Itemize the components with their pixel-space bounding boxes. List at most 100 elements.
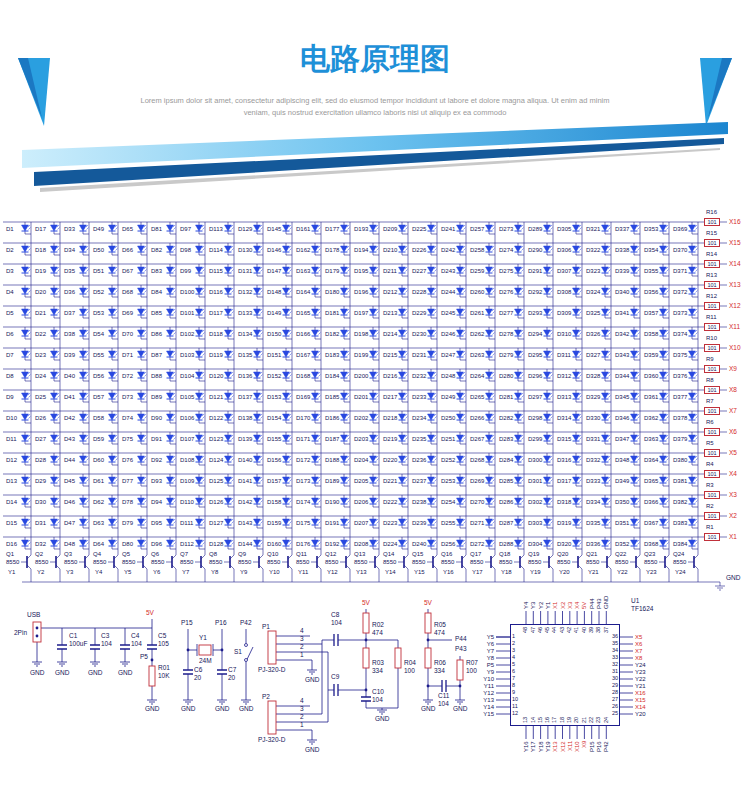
led-ref: D100 <box>180 289 194 295</box>
led-ref: D180 <box>325 289 339 295</box>
junction-dot <box>187 649 190 652</box>
transistor-ref: Q3 <box>64 551 72 557</box>
pin-name: X6 <box>635 641 642 647</box>
led-ref: D146 <box>267 247 281 253</box>
led-ref: D166 <box>296 331 310 337</box>
led-ref: D287 <box>499 520 513 526</box>
led-ref: D190 <box>325 499 339 505</box>
transistor-ref: Q23 <box>644 551 655 557</box>
led-ref: D255 <box>441 520 455 526</box>
led-ref: D241 <box>441 226 455 232</box>
component-label: R07 <box>466 660 478 667</box>
led-ref: D1 <box>6 226 14 232</box>
pin-number: 36 <box>612 634 618 640</box>
led-ref: D254 <box>441 499 455 505</box>
part-value: TF1624 <box>631 606 653 613</box>
led-ref: D159 <box>267 520 281 526</box>
led-ref: D248 <box>441 373 455 379</box>
led-ref: D361 <box>644 394 658 400</box>
led-ref: D162 <box>296 247 310 253</box>
pin-name: X10 <box>574 741 580 752</box>
led-ref: D229 <box>412 310 426 316</box>
part-ref: R6 <box>706 419 714 425</box>
ground-symbol <box>32 662 465 744</box>
led-ref: D334 <box>586 499 600 505</box>
caption: Lorem ipsum dolor sit amet, consectetur … <box>140 95 610 119</box>
net-label: X13 <box>729 282 741 289</box>
component-label: 4 <box>300 698 304 705</box>
led-ref: D218 <box>383 415 397 421</box>
led-ref: D285 <box>499 478 513 484</box>
pin-number: 15 <box>538 717 544 723</box>
led-ref: D382 <box>673 499 687 505</box>
led-ref: D53 <box>93 310 104 316</box>
pin-number: 41 <box>574 627 580 633</box>
component-label: 100 <box>404 668 415 675</box>
component-label: GND <box>305 747 319 754</box>
led-ref: D153 <box>267 394 281 400</box>
led-ref: D155 <box>267 436 281 442</box>
led-ref: D133 <box>238 310 252 316</box>
led-ref: D128 <box>209 541 223 547</box>
led-ref: D149 <box>267 310 281 316</box>
pin-number: 37 <box>604 627 610 633</box>
led-ref: D23 <box>35 352 46 358</box>
led-ref: D45 <box>64 478 75 484</box>
component-label: 3 <box>300 636 304 643</box>
resistor-symbol <box>149 666 155 686</box>
led-ref: D167 <box>296 352 310 358</box>
component-label: GND <box>421 706 435 713</box>
led-ref: D337 <box>615 226 629 232</box>
led-ref: D314 <box>557 415 571 421</box>
led-ref: D292 <box>528 289 542 295</box>
part-value: 101 <box>707 304 716 310</box>
pin-number: 1 <box>512 634 515 640</box>
pin-number: 16 <box>545 717 551 723</box>
led-ref: D327 <box>586 352 600 358</box>
led-ref: D72 <box>122 373 133 379</box>
pin-name: Y6 <box>487 641 494 647</box>
pin-name: P5 <box>487 662 494 668</box>
led-ref: D352 <box>615 541 629 547</box>
led-ref: D258 <box>470 247 484 253</box>
part-ref: U1 <box>631 598 639 605</box>
component-label: GND <box>215 706 229 713</box>
header-ornament <box>18 58 50 126</box>
led-ref: D318 <box>557 499 571 505</box>
led-ref: D384 <box>673 541 687 547</box>
pin-number: 12 <box>512 711 518 717</box>
led-ref: D163 <box>296 268 310 274</box>
audio-jack <box>268 631 276 664</box>
led-ref: D179 <box>325 268 339 274</box>
part-value: 101 <box>707 430 716 436</box>
led-ref: D215 <box>383 352 397 358</box>
net-label: Y9 <box>240 569 247 575</box>
pin-number: 39 <box>589 627 595 633</box>
led-ref: D8 <box>6 373 14 379</box>
component-label: GND <box>88 670 102 677</box>
component-label: Y1 <box>199 635 207 642</box>
led-ref: D26 <box>35 415 46 421</box>
component-label: P2 <box>262 694 270 701</box>
pin-name: X3 <box>567 602 573 609</box>
led-ref: D32 <box>35 541 46 547</box>
led-ref: D182 <box>325 331 339 337</box>
led-ref: D135 <box>238 352 252 358</box>
pin-name: P44 <box>589 598 595 609</box>
led-ref: D322 <box>586 247 600 253</box>
part-ref: R9 <box>706 356 714 362</box>
led-ref: D346 <box>615 415 629 421</box>
junction-dot <box>365 639 368 642</box>
pin-name: X1 <box>552 602 558 609</box>
led-ref: D324 <box>586 289 600 295</box>
led-ref: D371 <box>673 268 687 274</box>
pin-name: GND <box>603 596 609 609</box>
switch-contact <box>245 644 248 647</box>
pin-name: Y21 <box>635 683 646 689</box>
led-ref: D326 <box>586 331 600 337</box>
led-ref: D87 <box>151 352 162 358</box>
led-ref: D118 <box>209 331 223 337</box>
led-ref: D154 <box>267 415 281 421</box>
part-value: 101 <box>707 472 716 478</box>
led-ref: D340 <box>615 289 629 295</box>
